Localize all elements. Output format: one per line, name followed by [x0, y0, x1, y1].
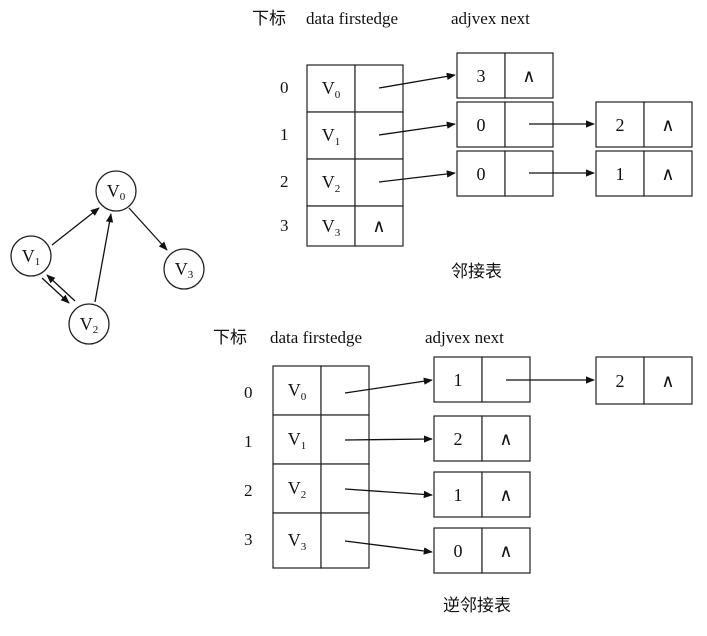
adjacency-caption: 邻接表 — [451, 262, 502, 282]
inverse-header-vertex: data firstedge — [270, 328, 362, 347]
adjacency-arrow-row0 — [378, 72, 456, 89]
inverse-vertex-v3: V3 — [288, 530, 307, 553]
adjacency-vertex-v3: V3 — [322, 216, 341, 239]
inverse-node-1-0-adjvex: 2 — [454, 429, 463, 449]
inverse-arrow-row1 — [344, 435, 433, 443]
adjacency-node-2-1-next: ∧ — [661, 164, 674, 184]
adjacency-node-0-0-next: ∧ — [522, 66, 535, 86]
inverse-node-0-0-adjvex: 1 — [454, 370, 463, 390]
adjacency-list: 下标 data firstedge adjvex next 0 1 2 3 V0… — [252, 9, 693, 282]
adjacency-index-0: 0 — [280, 78, 289, 97]
inverse-vertex-table: V0 V1 V2 V3 — [272, 365, 370, 569]
directed-graph: V0 V1 V2 V3 — [10, 170, 205, 345]
inverse-node-2-0-next: ∧ — [499, 485, 512, 505]
inverse-index-2: 2 — [244, 481, 253, 500]
adjacency-node-2-1-adjvex: 1 — [616, 164, 625, 184]
adjacency-node-2-0-adjvex: 0 — [477, 164, 486, 184]
inverse-node-0-1-adjvex: 2 — [616, 371, 625, 391]
adjacency-vertex-table: V0 V1 V2 V3 ∧ — [306, 64, 404, 247]
graph-node-v0: V0 — [95, 170, 137, 212]
svg-text:V1: V1 — [22, 246, 41, 268]
inverse-edge-nodes-col2: 2 ∧ — [595, 356, 693, 405]
inverse-header-index: 下标 — [213, 328, 247, 347]
inverse-caption: 逆邻接表 — [443, 596, 511, 616]
adjacency-node-1-0-adjvex: 0 — [477, 115, 486, 135]
inverse-node-3-0-adjvex: 0 — [454, 541, 463, 561]
edge-v1-to-v2 — [41, 277, 70, 304]
inverse-header-edge: adjvex next — [425, 328, 504, 347]
adjacency-vertex-v0: V0 — [322, 78, 341, 101]
edge-v2-to-v0 — [94, 213, 114, 303]
inverse-index-1: 1 — [244, 432, 253, 451]
adjacency-vertex-v1: V1 — [322, 125, 341, 148]
graph-node-v3: V3 — [163, 248, 205, 290]
adjacency-header-index: 下标 — [252, 9, 286, 28]
inverse-vertex-v1: V1 — [288, 429, 307, 452]
adjacency-edge-nodes-col2: 2 ∧ 1 ∧ — [595, 101, 693, 197]
inverse-vertex-v2: V2 — [288, 478, 307, 501]
inverse-node-0-1-next: ∧ — [661, 371, 674, 391]
inverse-node-3-0-next: ∧ — [499, 541, 512, 561]
inverse-vertex-v0: V0 — [288, 380, 307, 403]
inverse-node-2-0-adjvex: 1 — [454, 485, 463, 505]
adjacency-index-3: 3 — [280, 216, 289, 235]
adjacency-arrow-row2 — [378, 170, 456, 183]
svg-text:V2: V2 — [80, 314, 99, 336]
edge-v1-to-v0 — [51, 207, 100, 246]
adjacency-node-1-1-adjvex: 2 — [616, 115, 625, 135]
inverse-node-1-0-next: ∧ — [499, 429, 512, 449]
adjacency-node-0-0-adjvex: 3 — [477, 66, 486, 86]
graph-node-v1: V1 — [10, 235, 52, 277]
svg-text:V3: V3 — [175, 259, 194, 281]
adjacency-vertex-v2: V2 — [322, 172, 341, 195]
adjacency-index-1: 1 — [280, 125, 289, 144]
inverse-arrow-row2 — [344, 488, 433, 499]
inverse-index-0: 0 — [244, 383, 253, 402]
adjacency-firstedge-null-3: ∧ — [372, 216, 385, 236]
svg-text:V0: V0 — [107, 181, 126, 203]
adjacency-arrow-row1 — [378, 121, 456, 136]
adjacency-header-edge: adjvex next — [451, 9, 530, 28]
inverse-arrow-row0 — [344, 377, 433, 394]
edge-v0-to-v3 — [128, 207, 168, 251]
graph-node-v2: V2 — [68, 303, 110, 345]
inverse-adjacency-list: 下标 data firstedge adjvex next 0 1 2 3 V0… — [213, 328, 693, 616]
adjacency-node-1-1-next: ∧ — [661, 115, 674, 135]
edge-v2-to-v1 — [46, 274, 76, 302]
inverse-arrow-row3 — [344, 540, 433, 555]
adjacency-header-vertex: data firstedge — [306, 9, 398, 28]
adjacency-index-2: 2 — [280, 172, 289, 191]
inverse-index-3: 3 — [244, 530, 253, 549]
inverse-edge-nodes-col1: 1 2 ∧ 1 ∧ 0 ∧ — [433, 356, 531, 574]
